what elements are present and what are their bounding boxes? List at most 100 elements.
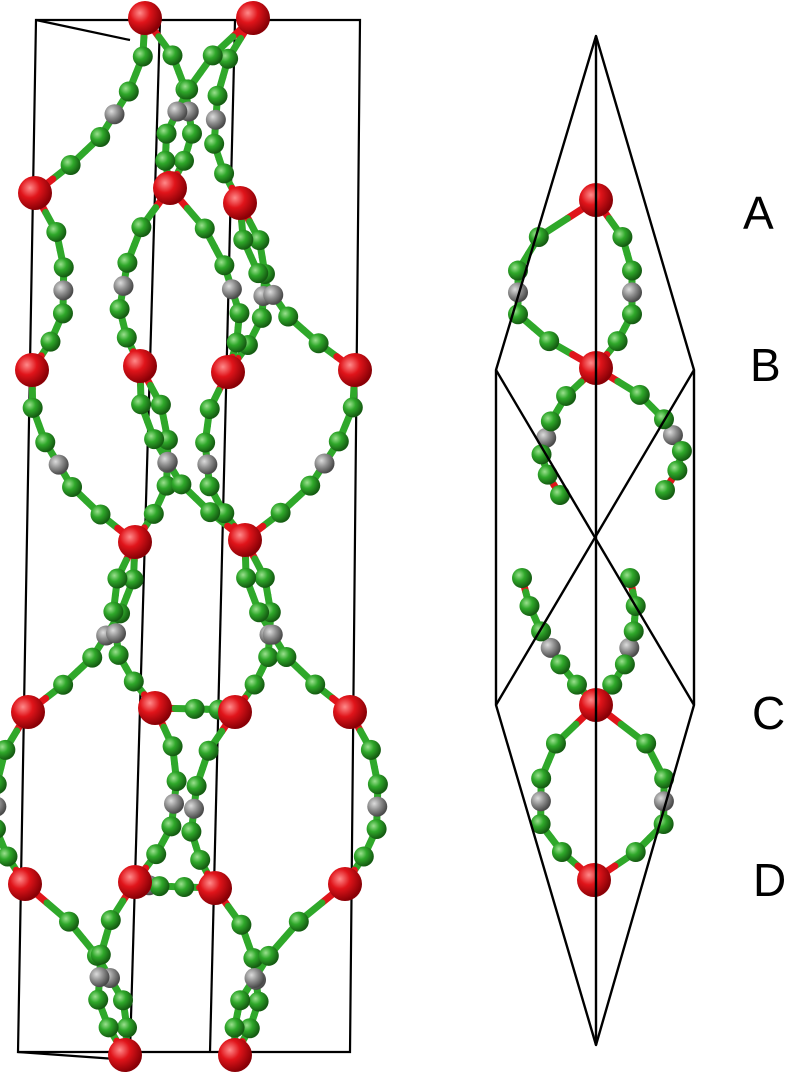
grey-atom — [314, 453, 335, 474]
red-atom — [153, 171, 187, 205]
green-atom — [566, 674, 587, 695]
green-atom — [181, 821, 202, 842]
left-unit-cell-frame — [16, 18, 362, 1062]
green-atom — [123, 671, 144, 692]
grey-atom — [262, 624, 283, 645]
green-atom — [300, 475, 321, 496]
left-crystal-structure — [0, 1, 388, 1072]
green-atom — [100, 910, 121, 931]
green-atom — [366, 818, 387, 839]
green-atom — [207, 85, 228, 106]
green-atom — [182, 123, 202, 144]
red-atom — [128, 1, 162, 35]
grey-atom — [104, 104, 125, 125]
green-atom — [248, 991, 269, 1012]
green-atom — [623, 621, 644, 642]
red-atom — [118, 525, 152, 559]
green-atom — [214, 255, 235, 276]
green-atom — [0, 819, 6, 839]
red-atom — [228, 523, 262, 557]
green-atom — [276, 646, 297, 667]
green-atom — [90, 944, 111, 965]
green-atom — [360, 739, 381, 760]
green-atom — [218, 48, 239, 69]
label-b: B — [750, 339, 781, 391]
green-atom — [131, 394, 152, 415]
red-atom — [223, 186, 257, 220]
green-atom — [146, 844, 167, 865]
red-atom — [333, 695, 367, 729]
green-atom — [109, 299, 130, 320]
green-atom — [367, 774, 388, 795]
grey-atom — [622, 282, 642, 303]
green-atom — [249, 230, 270, 251]
green-atom — [550, 485, 570, 505]
red-atom — [118, 865, 152, 899]
green-atom — [556, 385, 577, 406]
green-atom — [117, 1017, 137, 1038]
grey-atom — [89, 967, 110, 988]
green-atom — [174, 150, 194, 171]
green-atom — [540, 411, 561, 432]
green-atom — [288, 911, 309, 932]
grey-atom — [0, 797, 7, 816]
red-atom — [211, 355, 245, 389]
grey-atom — [164, 793, 184, 814]
green-atom — [328, 431, 349, 452]
green-atom — [224, 1017, 245, 1038]
green-atom — [171, 474, 192, 495]
grey-atom — [662, 425, 683, 446]
green-atom — [614, 654, 635, 675]
green-atom — [161, 816, 182, 837]
grey-atom — [157, 451, 178, 472]
grey-atom — [167, 101, 188, 122]
green-atom — [251, 307, 272, 328]
green-atom — [40, 331, 61, 352]
green-atom — [305, 674, 326, 695]
green-atom — [107, 568, 128, 589]
green-atom — [150, 394, 171, 415]
red-atom — [218, 1038, 252, 1072]
green-atom — [52, 303, 73, 324]
green-atom — [162, 45, 183, 66]
green-atom — [258, 646, 279, 667]
green-atom — [144, 429, 165, 450]
green-atom — [258, 945, 279, 966]
red-atom — [198, 871, 232, 905]
green-atom — [88, 989, 109, 1010]
red-atom — [18, 176, 52, 210]
green-atom — [620, 568, 640, 588]
green-atom — [162, 736, 183, 757]
green-atom — [90, 127, 111, 147]
green-atom — [149, 876, 170, 897]
grey-atom — [106, 623, 126, 644]
green-atom — [108, 644, 129, 665]
grey-atom — [197, 454, 218, 475]
red-atom — [123, 349, 157, 383]
green-atom — [512, 568, 532, 588]
grey-atom — [53, 280, 74, 301]
green-atom — [550, 654, 571, 675]
green-atom — [622, 304, 642, 325]
red-atom — [108, 1038, 142, 1072]
bond — [0, 763, 5, 786]
green-atom — [131, 217, 152, 238]
green-atom — [156, 475, 177, 496]
green-atom — [278, 306, 299, 327]
green-atom — [0, 846, 18, 867]
green-atom — [602, 674, 623, 695]
green-atom — [195, 432, 216, 453]
grey-atom — [184, 798, 204, 819]
green-atom — [531, 768, 552, 789]
green-atom — [62, 476, 83, 497]
green-atom — [123, 569, 144, 590]
green-atom — [132, 46, 153, 67]
green-atom — [607, 331, 628, 352]
green-atom — [239, 1018, 260, 1039]
green-atom — [622, 260, 642, 281]
green-atom — [118, 81, 139, 102]
green-atom — [531, 444, 552, 465]
green-atom — [202, 45, 223, 66]
grey-atom — [619, 637, 640, 658]
